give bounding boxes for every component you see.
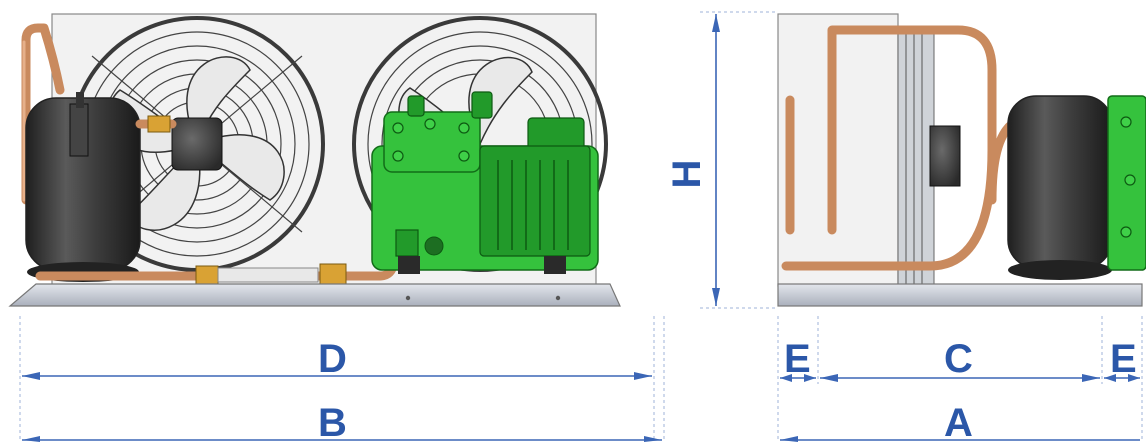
semi-hermetic-compressor [371,91,599,274]
label-h: H [665,160,709,189]
brass-fitting-2 [195,265,219,285]
side-compressor [1107,95,1146,271]
side-view [777,13,1146,307]
label-e-right: E [1110,337,1137,381]
fan-motor [171,117,223,171]
dimension-lines [19,11,1143,442]
side-liquid-receiver [1007,95,1113,280]
label-a: A [944,401,973,442]
brass-fitting [147,115,171,133]
sight-glass [319,263,347,285]
label-e-left: E [784,337,811,381]
dimension-labels: D B H E C E A [318,160,1137,442]
side-discharge-loop [781,25,997,271]
label-d: D [318,337,347,381]
label-b: B [318,401,347,442]
filter-drier [217,267,319,283]
side-base-frame [777,283,1143,307]
discharge-line [21,23,65,205]
front-view [8,13,621,307]
side-fan-motor [929,125,961,187]
fan-guard-side [897,25,935,289]
liquid-receiver [25,92,141,282]
base-frame [8,283,621,307]
label-c: C [944,337,973,381]
side-condenser-panel [777,13,899,287]
